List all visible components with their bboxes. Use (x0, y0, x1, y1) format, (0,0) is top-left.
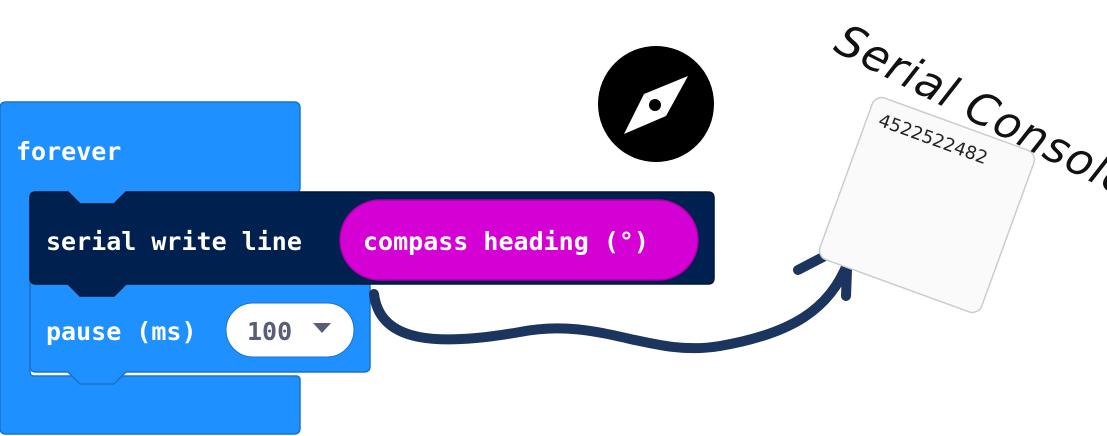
serial-console: 4522522482 Serial Console (818, 14, 1107, 314)
compass-reporter-shape (339, 199, 699, 281)
pause-value: 100 (247, 317, 292, 346)
compass-heading-reporter[interactable]: compass heading (°) (339, 199, 699, 281)
triangle-down-icon[interactable] (313, 323, 331, 333)
serial-write-line-block[interactable]: serial write line compass heading (°) (29, 191, 715, 297)
pause-dropdown-field[interactable] (225, 302, 355, 358)
forever-block[interactable]: forever (0, 101, 301, 435)
serial-console-panel (818, 96, 1036, 314)
compass-icon (598, 46, 714, 162)
forever-block-shape (0, 101, 301, 435)
arrow-curve (369, 257, 853, 354)
pause-label: pause (ms) (46, 317, 197, 346)
forever-label: forever (16, 137, 121, 166)
serial-write-line-label: serial write line (46, 227, 302, 256)
pause-block[interactable]: pause (ms) 100 (29, 279, 371, 385)
pause-dropdown[interactable]: 100 (225, 302, 355, 358)
compass-heading-label: compass heading (°) (363, 227, 649, 256)
